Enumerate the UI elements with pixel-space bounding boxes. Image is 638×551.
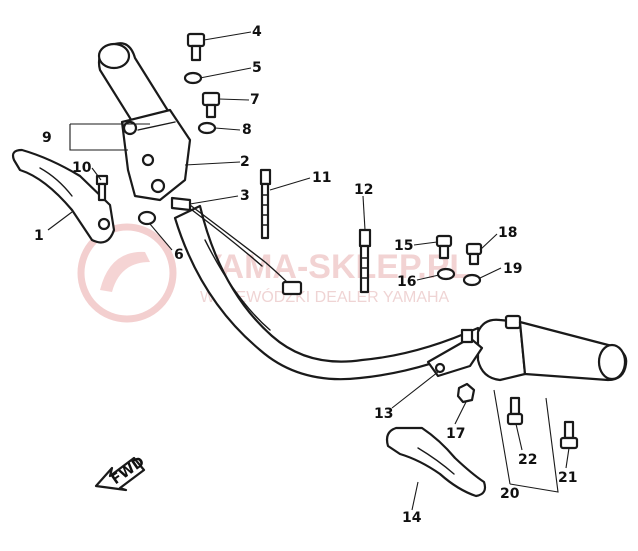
watermark-title: YAMA-SKLEP.PL	[200, 248, 470, 286]
callout-7: 7	[250, 92, 260, 108]
callout-11: 11	[312, 170, 331, 186]
forward-direction-arrow: FWD	[94, 454, 148, 492]
callout-17: 17	[446, 426, 465, 442]
callout-8: 8	[242, 122, 252, 138]
callout-9: 9	[42, 130, 52, 146]
washer-5	[183, 71, 203, 85]
bolt-4	[186, 32, 206, 62]
bolt-21	[559, 420, 579, 450]
right-lever-holder	[476, 314, 527, 382]
left-lever	[11, 148, 116, 244]
watermark-logo	[77, 223, 177, 323]
callout-12: 12	[354, 182, 373, 198]
callout-1: 1	[34, 228, 44, 244]
callouts: 4 5 7 8 9 10 2 3 11 12 1 6 15 16 18 19 1…	[34, 24, 577, 526]
wire-band-12	[358, 228, 372, 294]
bolt-15	[435, 234, 453, 260]
watermark: YAMA-SKLEP.PL WOJEWÓDZKI DEALER YAMAHA	[77, 223, 470, 323]
watermark-logo-mark	[100, 251, 150, 292]
left-lever-holder	[120, 108, 192, 202]
callout-13: 13	[374, 406, 393, 422]
wire-band-11	[259, 168, 272, 240]
callout-16: 16	[397, 274, 416, 290]
bolt-18	[465, 242, 483, 266]
washer-8	[197, 121, 217, 135]
callout-19: 19	[503, 261, 522, 277]
watermark-subtitle: WOJEWÓDZKI DEALER YAMAHA	[200, 287, 450, 306]
clutch-switch	[170, 196, 303, 296]
callout-2: 2	[240, 154, 250, 170]
callout-22: 22	[518, 452, 537, 468]
callout-21: 21	[558, 470, 577, 486]
washer-19	[462, 273, 482, 287]
bolt-10	[95, 174, 109, 202]
right-lever	[385, 426, 487, 498]
callout-5: 5	[252, 60, 262, 76]
callout-14: 14	[402, 510, 422, 526]
leader-lines	[47, 31, 570, 511]
callout-18: 18	[498, 225, 517, 241]
bolt-22	[506, 396, 524, 426]
nut-6	[137, 210, 157, 226]
callout-4: 4	[252, 24, 262, 40]
callout-6: 6	[174, 247, 184, 263]
callout-10: 10	[72, 160, 92, 176]
bolt-7	[201, 91, 221, 119]
right-grip	[518, 320, 628, 382]
washer-16	[436, 267, 456, 281]
callout-3: 3	[240, 188, 250, 204]
callout-20: 20	[500, 486, 520, 502]
nut-17	[456, 382, 476, 404]
callout-15: 15	[394, 238, 413, 254]
